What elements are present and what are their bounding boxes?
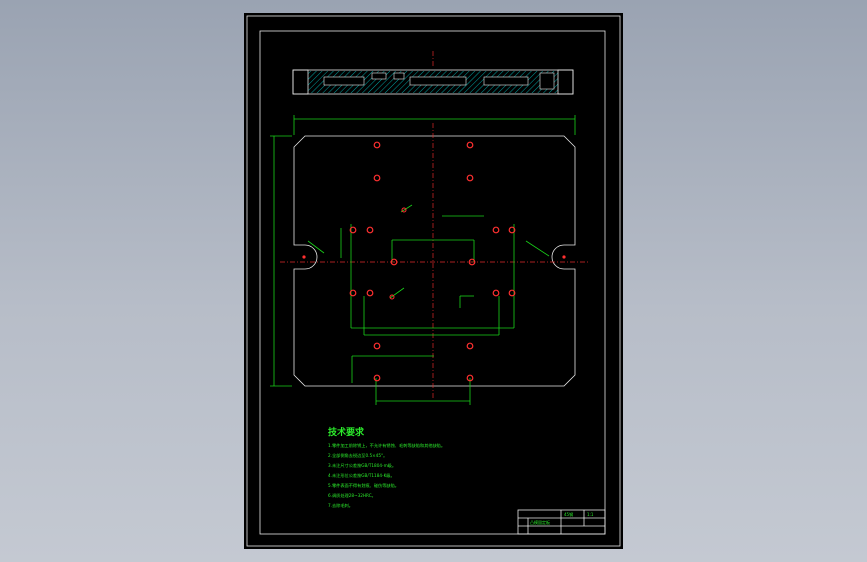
plan-view [270,115,589,405]
outer-border [246,15,621,547]
hole-marker [349,289,357,297]
tech-requirement-item: 2.全部倒角去锐边至0.5×45°。 [328,452,387,459]
tech-requirements-heading: 技术要求 [328,426,365,438]
hole-marker [508,226,516,234]
title-block-label: 凸模固定板 [530,519,550,525]
holes [302,141,566,382]
hole-marker [468,258,476,266]
hole-marker [492,289,500,297]
drawing-canvas: 技术要求 1.零件加工前除锈上，不允许有锈蚀、毛刺等缺陷和其他缺陷。 2.全部倒… [246,15,621,547]
tech-requirement-item: 5.零件表面不得有划痕、碰伤等缺陷。 [328,482,399,489]
tech-requirement-item: 3.未注尺寸公差按GB/T1804-m级。 [328,462,396,469]
title-block: 凸模固定板 45钢 1:1 [517,509,606,535]
hatched-section [308,71,558,93]
dimensions [270,115,576,405]
title-block-frame [517,509,606,535]
plate-outline [293,135,576,387]
tech-requirement-item: 1.零件加工前除锈上，不允许有锈蚀、毛刺等缺陷和其他缺陷。 [328,442,445,449]
hole-marker [302,255,306,259]
hole-marker [492,226,500,234]
hole-marker [466,374,474,382]
inner-border [259,30,606,535]
hole-marker [389,294,395,300]
hole-marker [373,342,381,350]
hole-marker [373,374,381,382]
tech-requirement-item: 6.调质处理28~32HRC。 [328,492,376,499]
drawing-sheet: 技术要求 1.零件加工前除锈上，不允许有锈蚀、毛刺等缺陷和其他缺陷。 2.全部倒… [244,13,623,549]
hole-marker [373,141,381,149]
hole-marker [466,174,474,182]
title-block-label: 1:1 [587,512,594,517]
hole-marker [366,226,374,234]
section-end-left [292,69,309,95]
tech-requirement-item: 4.未注形位公差按GB/T1184-K级。 [328,472,395,479]
hole-marker [390,258,398,266]
hole-marker [508,289,516,297]
hole-marker [401,207,407,213]
section-end-right [557,69,574,95]
hole-marker [466,342,474,350]
tech-requirements: 技术要求 1.零件加工前除锈上，不允许有锈蚀、毛刺等缺陷和其他缺陷。 2.全部倒… [328,426,445,509]
hole-marker [349,226,357,234]
tech-requirement-item: 7.去除毛刺。 [328,502,353,509]
hole-marker [366,289,374,297]
hole-marker [562,255,566,259]
hole-marker [466,141,474,149]
section-view [292,51,574,95]
title-block-label: 45钢 [564,511,573,517]
hole-marker [373,174,381,182]
